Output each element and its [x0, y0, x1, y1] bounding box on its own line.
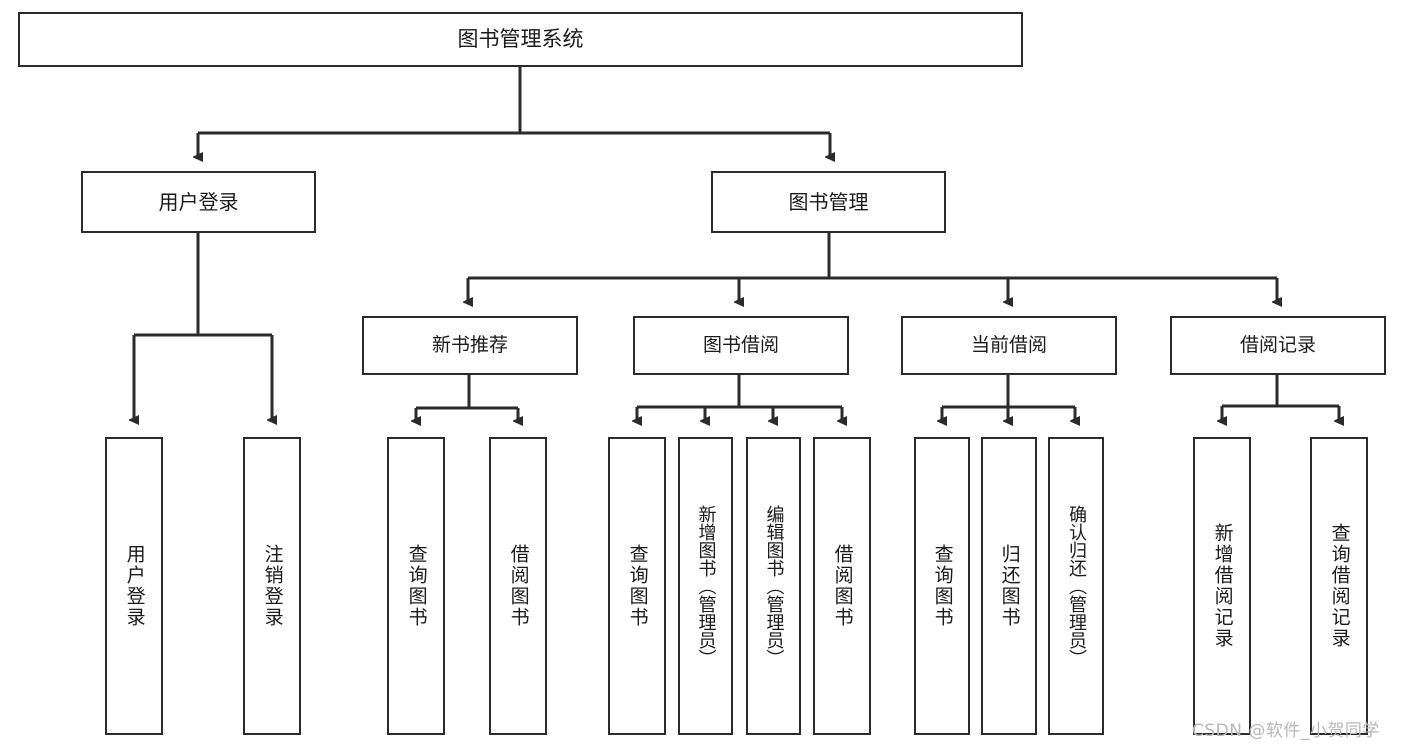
- leaf-user-login-signin-label: 用户登录: [123, 544, 146, 628]
- leaf-borrow-edit-book-admin-label: 编辑图书（管理员）: [763, 505, 785, 667]
- leaf-recommend-borrow-book-label: 借阅图书: [507, 544, 530, 628]
- leaf-borrow-add-book-admin[interactable]: 新增图书（管理员）: [678, 437, 733, 735]
- leaf-borrow-query-book[interactable]: 查询图书: [608, 437, 666, 735]
- leaf-user-login-signout-label: 注销登录: [261, 544, 284, 628]
- leaf-recommend-borrow-book[interactable]: 借阅图书: [489, 437, 547, 735]
- node-new-book-recommend-label: 新书推荐: [431, 333, 508, 356]
- leaf-current-query-book-label: 查询图书: [931, 544, 954, 628]
- leaf-borrow-add-book-admin-label: 新增图书（管理员）: [695, 505, 717, 667]
- leaf-current-return-book-label: 归还图书: [998, 544, 1021, 628]
- leaf-user-login-signin[interactable]: 用户登录: [105, 437, 163, 735]
- node-borrow-records[interactable]: 借阅记录: [1170, 316, 1386, 375]
- leaf-current-confirm-return-admin[interactable]: 确认归还（管理员）: [1048, 437, 1104, 735]
- leaf-borrow-query-book-label: 查询图书: [626, 544, 649, 628]
- leaf-current-confirm-return-admin-label: 确认归还（管理员）: [1065, 505, 1087, 667]
- leaf-records-query-record-label: 查询借阅记录: [1328, 523, 1351, 649]
- node-user-login-label: 用户登录: [158, 189, 239, 214]
- node-root-system[interactable]: 图书管理系统: [18, 12, 1023, 67]
- node-book-borrow[interactable]: 图书借阅: [633, 316, 849, 375]
- node-new-book-recommend[interactable]: 新书推荐: [362, 316, 578, 375]
- node-current-borrow[interactable]: 当前借阅: [901, 316, 1117, 375]
- node-book-management-label: 图书管理: [788, 189, 869, 214]
- leaf-current-return-book[interactable]: 归还图书: [981, 437, 1037, 735]
- leaf-recommend-query-book-label: 查询图书: [405, 544, 428, 628]
- node-current-borrow-label: 当前借阅: [970, 333, 1047, 356]
- node-borrow-records-label: 借阅记录: [1239, 333, 1316, 356]
- watermark-credit: CSDN @软件_小贺同学: [1192, 721, 1380, 741]
- node-book-borrow-label: 图书借阅: [702, 333, 779, 356]
- leaf-records-query-record[interactable]: 查询借阅记录: [1310, 437, 1368, 735]
- leaf-records-add-record-label: 新增借阅记录: [1211, 523, 1234, 649]
- leaf-borrow-edit-book-admin[interactable]: 编辑图书（管理员）: [746, 437, 801, 735]
- node-user-login[interactable]: 用户登录: [81, 171, 316, 233]
- leaf-recommend-query-book[interactable]: 查询图书: [387, 437, 445, 735]
- leaf-borrow-borrow-book[interactable]: 借阅图书: [813, 437, 871, 735]
- leaf-records-add-record[interactable]: 新增借阅记录: [1193, 437, 1251, 735]
- leaf-borrow-borrow-book-label: 借阅图书: [831, 544, 854, 628]
- node-root-system-label: 图书管理系统: [457, 26, 584, 51]
- leaf-user-login-signout[interactable]: 注销登录: [243, 437, 301, 735]
- node-book-management[interactable]: 图书管理: [711, 171, 946, 233]
- leaf-current-query-book[interactable]: 查询图书: [914, 437, 970, 735]
